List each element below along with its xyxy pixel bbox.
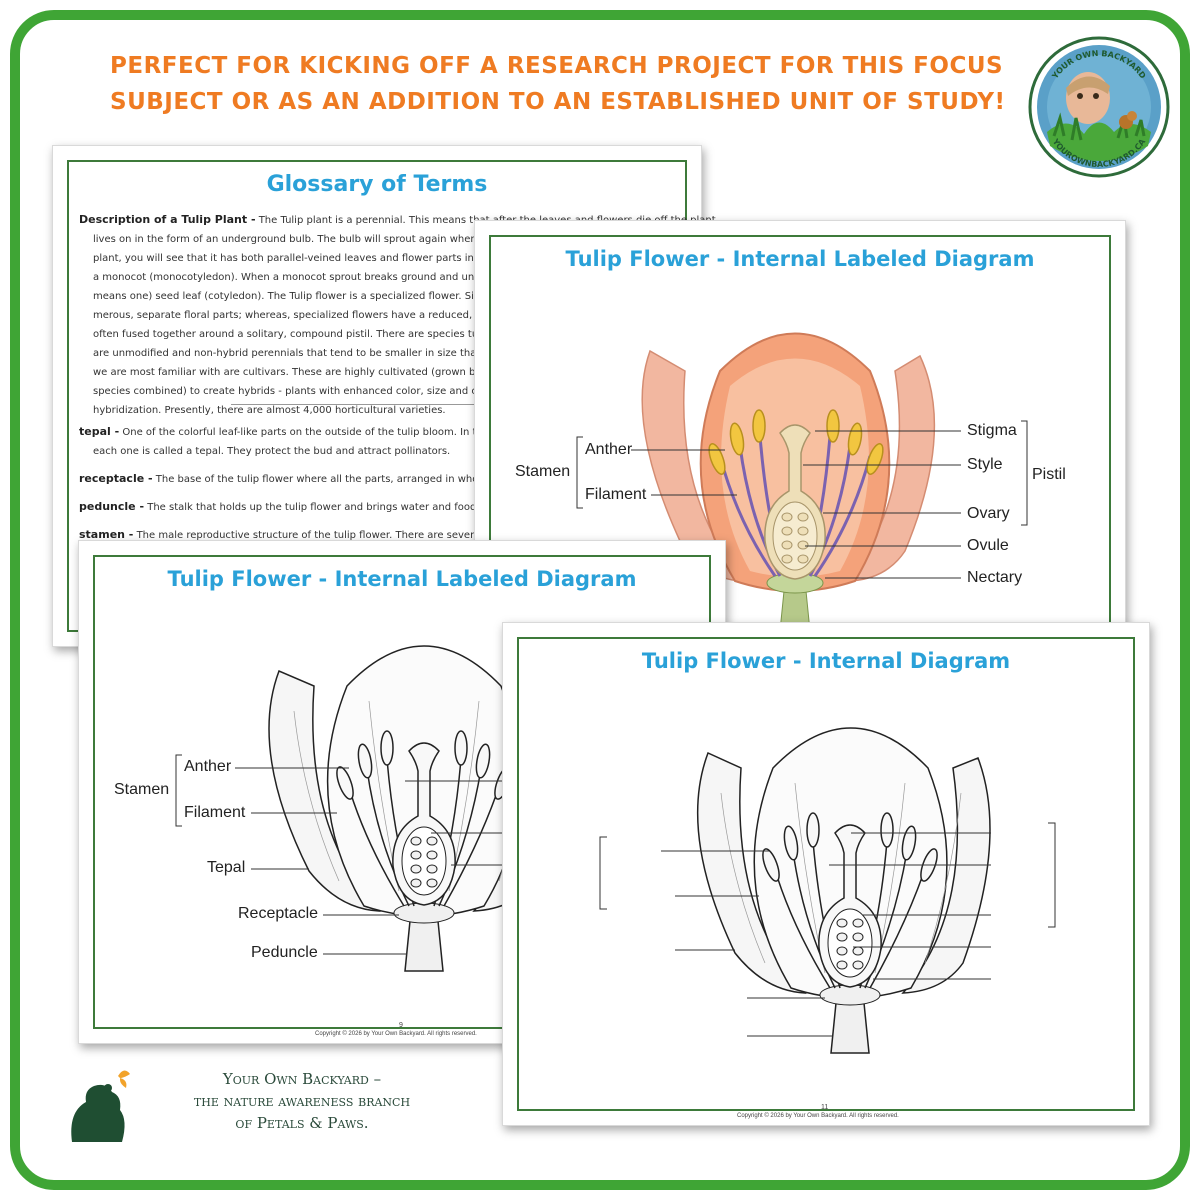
- page-number: 11: [821, 1104, 829, 1111]
- label-anther: Anther: [585, 441, 633, 458]
- description-line-6: often fused together around a solitary, …: [93, 329, 496, 340]
- headline-line-1: Perfect for kicking off a research proje…: [110, 53, 1004, 79]
- glossary-title: Glossary of Terms: [266, 172, 488, 197]
- bw-blank-sheet: Tulip Flower - Internal Diagram: [502, 622, 1150, 1126]
- headline-line-2: subject or as an addition to an establis…: [110, 89, 1006, 115]
- color-tulip-illustration: [576, 332, 1028, 632]
- description-line-1: lives on in the form of an underground b…: [93, 234, 498, 245]
- bw-blank-border: [517, 637, 1135, 1111]
- entry-text: The stalk that holds up the tulip flower…: [147, 502, 503, 513]
- description-line-5: merous, separate floral parts; whereas, …: [93, 310, 501, 321]
- bw-labeled-title: Tulip Flower - Internal Labeled Diagram: [167, 567, 637, 591]
- description-line-4: means one) seed leaf (cotyledon). The Tu…: [93, 291, 499, 302]
- brand-line-1: Your Own Backyard –: [222, 1070, 382, 1088]
- label-filament: Filament: [585, 486, 647, 503]
- description-line-2: plant, you will see that it has both par…: [93, 253, 500, 264]
- label-stamen: Stamen: [515, 463, 571, 480]
- glossary-divider: [231, 404, 531, 405]
- entry-term: tepal -: [79, 425, 120, 438]
- description-line-3: a monocot (monocotyledon). When a monoco…: [93, 272, 497, 283]
- entry-text-2: each one is called a tepal. They protect…: [93, 446, 451, 457]
- bw-label-anther: Anther: [184, 758, 232, 775]
- bw-blank-title: Tulip Flower - Internal Diagram: [641, 649, 1011, 673]
- glossary-entries: tepal - One of the colorful leaf-like pa…: [79, 422, 507, 545]
- description-line-10: hybridization. Presently, there are almo…: [93, 405, 446, 416]
- copyright: Copyright © 2026 by Your Own Backyard. A…: [315, 1031, 477, 1037]
- headline: Perfect for kicking off a research proje…: [110, 48, 1006, 120]
- description-line-7: are unmodified and non-hybrid perennials…: [93, 348, 501, 359]
- label-style: Style: [967, 456, 1003, 473]
- brand-line-3: of Petals & Paws.: [235, 1114, 369, 1132]
- entry-term: stamen -: [79, 528, 134, 541]
- entry-text: The male reproductive structure of the t…: [136, 530, 504, 541]
- glossary-entry: peduncle - The stalk that holds up the t…: [79, 497, 507, 517]
- description-line-9: species combined) to create hybrids - pl…: [93, 386, 500, 397]
- description-line-8: we are most familiar with are cultivars.…: [93, 367, 495, 378]
- entry-text: One of the colorful leaf-like parts on t…: [122, 427, 500, 438]
- color-diagram-title: Tulip Flower - Internal Labeled Diagram: [565, 247, 1035, 271]
- label-stigma: Stigma: [967, 422, 1017, 439]
- label-pistil: Pistil: [1032, 466, 1066, 483]
- bw-label-stamen: Stamen: [114, 781, 170, 798]
- copyright: Copyright © 2026 by Your Own Backyard. A…: [737, 1113, 899, 1119]
- bw-label-filament: Filament: [184, 804, 246, 821]
- brand-tagline: Your Own Backyard – the nature awareness…: [172, 1068, 432, 1134]
- page-number: 9: [399, 1022, 403, 1029]
- label-ovule: Ovule: [967, 537, 1009, 554]
- label-nectary: Nectary: [967, 569, 1023, 586]
- bear-butterfly-logo: [71, 1070, 130, 1142]
- bw-blank-tulip-illustration: [599, 727, 1056, 1054]
- glossary-entry: stamen - The male reproductive structure…: [79, 525, 507, 545]
- bw-label-tepal: Tepal: [207, 859, 246, 876]
- glossary-entry: receptacle - The base of the tulip flowe…: [79, 469, 507, 489]
- entry-term: peduncle -: [79, 500, 145, 513]
- description-term: Description of a Tulip Plant -: [79, 213, 256, 226]
- bw-label-receptacle: Receptacle: [238, 905, 319, 922]
- bw-label-peduncle: Peduncle: [251, 944, 318, 961]
- entry-text: The base of the tulip flower where all t…: [155, 474, 508, 485]
- entry-term: receptacle -: [79, 472, 153, 485]
- label-ovary: Ovary: [967, 505, 1010, 522]
- brand-line-2: the nature awareness branch: [193, 1092, 411, 1110]
- glossary-entry: tepal - One of the colorful leaf-like pa…: [79, 422, 507, 442]
